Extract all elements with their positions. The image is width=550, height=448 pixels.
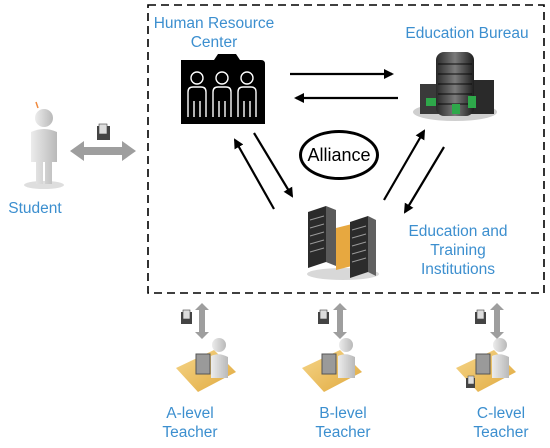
document-icon xyxy=(97,123,110,140)
teacher-at-desk-icon xyxy=(176,303,516,392)
teacher-b-line-1: B-level xyxy=(319,405,367,422)
teacher-c-label: C-level Teacher xyxy=(461,404,541,442)
server-rack-icon xyxy=(307,206,379,280)
teacher-b-label: B-level Teacher xyxy=(303,404,383,442)
education-bureau-label: Education Bureau xyxy=(392,24,542,43)
flow-arrows xyxy=(234,69,445,214)
office-building-icon xyxy=(413,52,497,121)
teacher-a-line-1: A-level xyxy=(166,405,214,422)
people-folder-icon xyxy=(181,54,265,124)
institutions-label: Education and Training Institutions xyxy=(392,222,524,279)
alliance-boundary xyxy=(147,4,545,294)
person-icon xyxy=(24,101,64,189)
institutions-line-3: Institutions xyxy=(420,261,496,278)
teacher-a-label: A-level Teacher xyxy=(150,404,230,442)
arrow-hr-to-institutions xyxy=(253,132,294,198)
teacher-b-line-2: Teacher xyxy=(315,424,371,441)
teacher-c-line-1: C-level xyxy=(476,405,526,422)
student-label: Student xyxy=(8,200,62,217)
hr-center-label: Human Resource Center xyxy=(152,14,276,52)
institutions-line-1: Education and xyxy=(408,223,508,240)
alliance-node: Alliance xyxy=(299,130,379,180)
arrow-institutions-to-hr xyxy=(234,138,275,210)
teacher-a-line-2: Teacher xyxy=(162,424,218,441)
hr-center-line-1: Human Resource xyxy=(153,15,275,32)
institutions-line-2: Training xyxy=(430,242,486,259)
hr-center-line-2: Center xyxy=(190,34,238,51)
education-bureau-line-1: Education Bureau xyxy=(405,25,529,42)
double-arrow-icon xyxy=(70,123,136,161)
arrow-institutions-to-bureau xyxy=(383,129,426,201)
arrow-bureau-to-institutions xyxy=(403,146,445,214)
teacher-c-line-2: Teacher xyxy=(473,424,529,441)
